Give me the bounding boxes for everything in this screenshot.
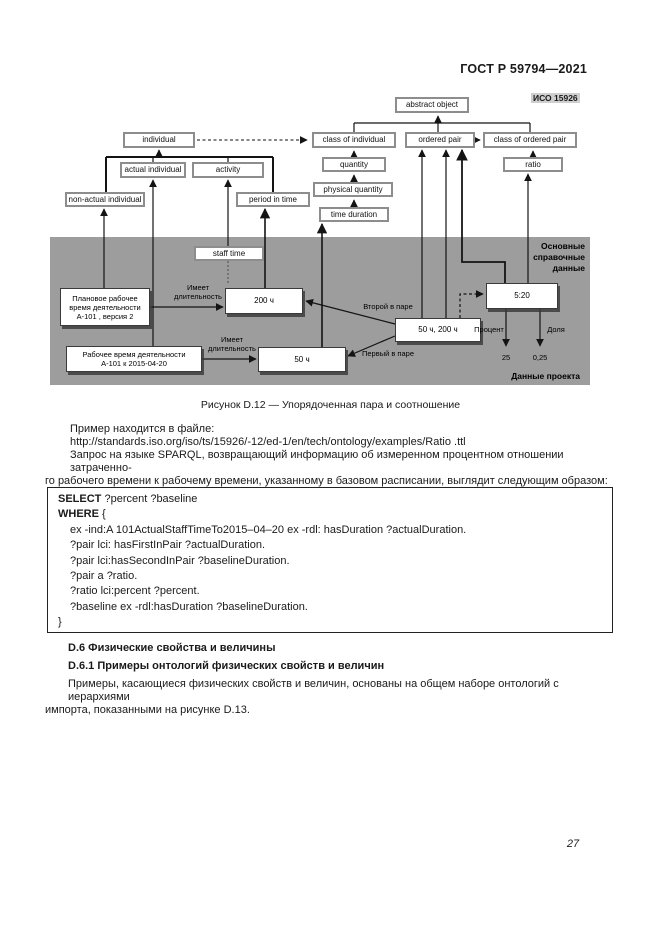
code-line-closing-brace: } — [58, 616, 62, 629]
body-paragraphs: Пример находится в файле: http://standar… — [45, 423, 615, 488]
code-line: ?pair lci: hasFirstInPair ?actualDuratio… — [70, 539, 266, 552]
edge-label-percent: Процент — [474, 325, 504, 334]
code-line: ?ratio lci:percent ?percent. — [70, 585, 200, 598]
instance-box-planned-time: Плановое рабочее время деятельности А-10… — [60, 288, 150, 326]
class-box-abstract-object: abstract object — [395, 97, 469, 113]
zone-label-project-data: Данные проекта — [511, 371, 580, 381]
class-box-time-duration: time duration — [319, 207, 389, 222]
class-box-actual-individual: actual individual — [120, 162, 186, 178]
section-d6: D.6 Физические свойства и величины D.6.1… — [45, 642, 615, 717]
paragraph-sparql-line2: го рабочего времени к рабочему времени, … — [45, 475, 608, 487]
diagram-connectors — [100, 115, 544, 363]
code-line-where: WHERE { — [48, 507, 612, 522]
class-box-individual: individual — [123, 132, 195, 148]
figure-caption: Рисунок D.12 — Упорядоченная пара и соот… — [200, 399, 461, 411]
instance-box-ratio-5-20: 5:20 — [486, 283, 558, 309]
class-box-staff-time: staff time — [194, 246, 264, 261]
instance-box-duration-200h: 200 ч — [225, 288, 303, 314]
edge-label-share: Доля — [547, 325, 565, 334]
code-line: ?baseline ex -rdl:hasDuration ?baselineD… — [70, 600, 308, 613]
keyword-select: SELECT — [58, 493, 102, 505]
class-box-ordered-pair: ordered pair — [405, 132, 475, 148]
edge-label-second-in-pair: Второй в паре — [363, 302, 413, 311]
class-box-class-of-ordered-pair: class of ordered pair — [483, 132, 577, 148]
heading-d6: D.6 Физические свойства и величины — [68, 642, 276, 654]
heading-d61: D.6.1 Примеры онтологий физических свойс… — [68, 660, 385, 672]
edge-label-first-in-pair: Первый в паре — [361, 349, 415, 358]
class-box-period-in-time: period in time — [236, 192, 310, 207]
class-box-ratio: ratio — [503, 157, 563, 172]
instance-box-pair-50h-200h: 50 ч, 200 ч — [395, 318, 481, 342]
code-line: ex -ind:A 101ActualStaffTimeTo2015–04–20… — [70, 523, 467, 536]
instance-box-duration-50h: 50 ч — [258, 347, 346, 372]
select-args: ?percent ?baseline — [101, 493, 198, 505]
iso-15926-label: ИСО 15926 — [531, 93, 580, 103]
class-box-activity: activity — [192, 162, 264, 178]
class-box-physical-quantity: physical quantity — [313, 182, 393, 197]
sparql-code-block: SELECT ?percent ?baseline WHERE { ex -in… — [47, 487, 613, 633]
paragraph-example-file: Пример находится в файле: — [70, 423, 215, 435]
value-percent-25: 25 — [501, 353, 511, 362]
edge-label-has-duration-1: Имеет длительность — [174, 283, 222, 301]
figure-d12-diagram: ИСО 15926 abstract object individual cla… — [50, 90, 590, 390]
code-line-select: SELECT ?percent ?baseline — [48, 492, 612, 507]
class-box-class-of-individual: class of individual — [312, 132, 396, 148]
paragraph-d61-line1: Примеры, касающиеся физических свойств и… — [68, 678, 559, 703]
page-number: 27 — [566, 838, 580, 850]
paragraph-sparql-line1: Запрос на языке SPARQL, возвращающий инф… — [70, 449, 564, 474]
code-line: ?pair a ?ratio. — [70, 570, 138, 583]
zone-label-reference-data: Основные справочные данные — [533, 241, 585, 274]
where-rest: { — [98, 508, 106, 521]
code-line: ?pair lci:hasSecondInPair ?baselineDurat… — [70, 554, 290, 567]
paragraph-d61-line2: импорта, показанными на рисунке D.13. — [45, 704, 250, 716]
class-box-quantity: quantity — [322, 157, 386, 172]
edge-label-has-duration-2: Имеет длительность — [208, 335, 256, 353]
class-box-non-actual-individual: non-actual individual — [65, 192, 145, 207]
example-url: http://standards.iso.org/iso/ts/15926/-1… — [70, 436, 466, 448]
instance-box-actual-time: Рабочее время деятельности А-101 к 2015-… — [66, 346, 202, 372]
document-title: ГОСТ Р 59794—2021 — [460, 62, 587, 76]
value-share-0-25: 0,25 — [532, 353, 548, 362]
keyword-where: WHERE — [58, 508, 99, 521]
